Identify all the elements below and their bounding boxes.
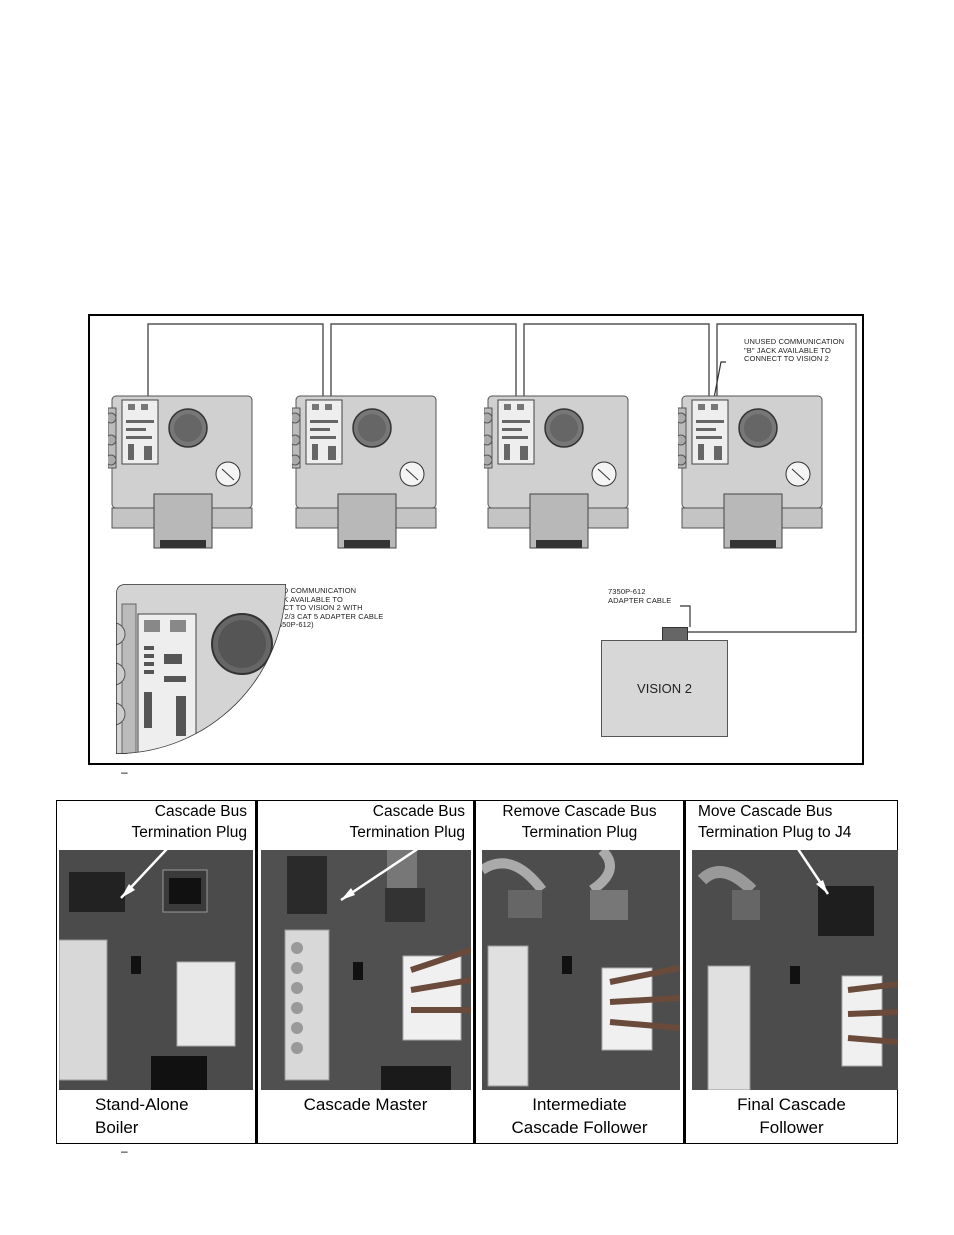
board-detail-zoom	[116, 584, 286, 754]
figure1-caption-mark: –	[121, 765, 128, 779]
panel-2-photo	[261, 850, 471, 1090]
panel-2-top-label: Cascade Bus Termination Plug	[349, 803, 465, 841]
panel-final-cascade-follower: Move Cascade Bus Termination Plug to J4 …	[683, 801, 898, 1143]
panel-4-photo	[692, 850, 898, 1090]
panel-1-top-label: Cascade Bus Termination Plug	[131, 803, 247, 841]
boiler-2	[292, 394, 440, 554]
callout-unused-jack-top: UNUSED COMMUNICATION "B" JACK AVAILABLE …	[744, 337, 845, 363]
panel-1-bottom-label: Stand-Alone Boiler	[95, 1095, 189, 1137]
panel-4-top-label: Move Cascade Bus Termination Plug to J4	[698, 803, 852, 841]
panel-3-photo	[482, 850, 680, 1090]
vision2-jack	[662, 627, 688, 641]
panel-intermediate-cascade-follower: Remove Cascade Bus Termination Plug Inte…	[473, 801, 683, 1143]
panel-2-bottom-label: Cascade Master	[303, 1095, 428, 1114]
panel-3-top-label: Remove Cascade Bus Termination Plug	[502, 803, 657, 841]
adapter-cable-label: 7350P-612 ADAPTER CABLE	[608, 587, 672, 605]
vision2-controller: VISION 2	[601, 640, 728, 737]
panel-1-photo	[59, 850, 253, 1090]
boiler-4	[678, 394, 826, 554]
boiler-3	[484, 394, 632, 554]
boiler-1	[108, 394, 256, 554]
vision2-label: VISION 2	[637, 681, 692, 696]
panel-4-bottom-label: Final Cascade Follower	[737, 1095, 846, 1137]
cascade-wiring-diagram: UNUSED COMMUNICATION "B" JACK AVAILABLE …	[88, 314, 864, 765]
termination-plug-photo-strip: Cascade Bus Termination Plug Stand-Alone…	[56, 800, 898, 1144]
panel-cascade-master: Cascade Bus Termination Plug Cascade Mas…	[255, 801, 473, 1143]
panel-stand-alone-boiler: Cascade Bus Termination Plug Stand-Alone…	[57, 801, 255, 1143]
panel-3-bottom-label: Intermediate Cascade Follower	[511, 1095, 648, 1137]
figure2-caption-mark: –	[121, 1144, 128, 1158]
